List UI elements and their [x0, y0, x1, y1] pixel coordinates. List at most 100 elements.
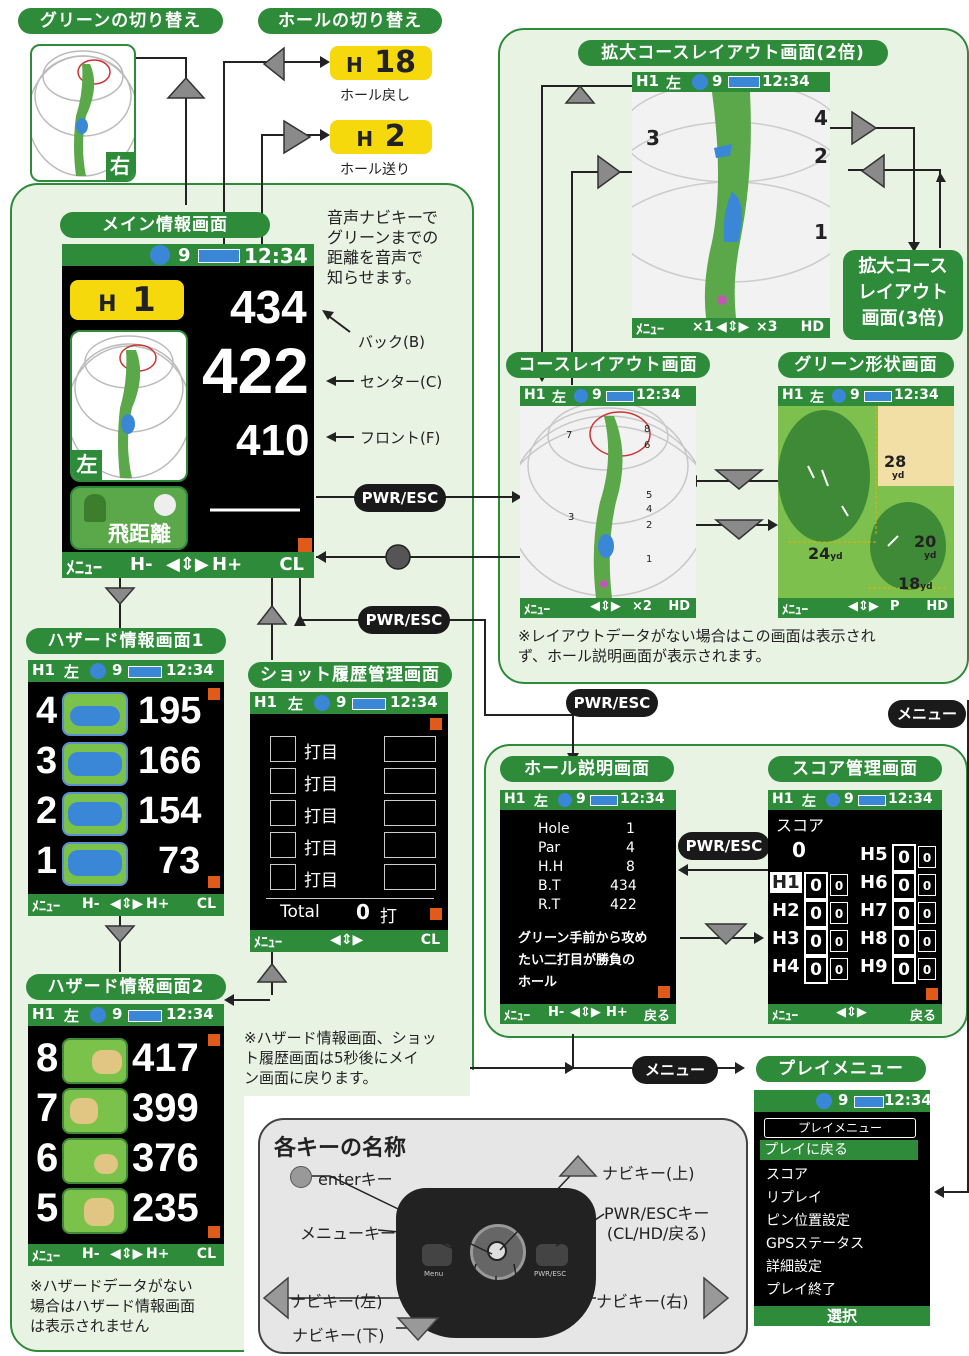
layout-footer-hd[interactable]: HD — [668, 599, 690, 614]
holedesc-footer-hminus[interactable]: H- — [548, 1005, 565, 1020]
main-footer-nav[interactable]: ◀⇕▶ — [166, 554, 209, 575]
distance-button[interactable]: 飛距離 — [70, 486, 188, 550]
score-row-left-2[interactable]: H2 0 0 — [770, 900, 856, 928]
score-row-left-3[interactable]: H3 0 0 — [770, 928, 856, 956]
shot-footer-nav[interactable]: ◀⇕▶ — [330, 932, 364, 948]
playmenu-item[interactable]: ピン位置設定 — [766, 1213, 850, 1229]
score-box-b[interactable]: 0 — [918, 930, 936, 952]
zoom-footer-x3[interactable]: ×3 — [756, 319, 778, 335]
score-row-left-1[interactable]: H1 0 0 — [770, 872, 856, 900]
pwr-esc-3[interactable]: PWR/ESC — [566, 689, 658, 717]
score-footer-nav[interactable]: ◀⇕▶ — [836, 1005, 867, 1020]
shot-row[interactable]: 打目 — [270, 864, 440, 892]
green-footer-hd[interactable]: HD — [926, 599, 948, 614]
score-box-a[interactable]: 0 — [892, 872, 916, 900]
layout-footer-menu[interactable]: ﾒﾆｭｰ — [524, 603, 550, 618]
shot-club-box[interactable] — [384, 768, 436, 794]
playmenu-item-selected[interactable]: プレイに戻る — [760, 1140, 918, 1160]
green-footer-p[interactable]: P — [890, 599, 900, 614]
score-box-a[interactable]: 0 — [892, 900, 916, 928]
main-footer-menu[interactable]: ﾒﾆｭｰ — [66, 558, 102, 578]
holedesc-footer-hplus[interactable]: H+ — [606, 1005, 628, 1020]
menu-pill-1[interactable]: メニュー — [888, 700, 966, 728]
shot-row[interactable]: 打目 — [270, 800, 440, 828]
layout-footer-nav[interactable]: ◀⇕▶ — [590, 599, 621, 614]
shot-row[interactable]: 打目 — [270, 768, 440, 796]
scroll-down-icon[interactable] — [208, 876, 220, 888]
score-box-a[interactable]: 0 — [804, 928, 828, 956]
pwr-esc-2[interactable]: PWR/ESC — [358, 606, 450, 634]
shot-count-box[interactable] — [270, 832, 296, 858]
hazard2-footer-hplus[interactable]: H+ — [146, 1246, 170, 1262]
playmenu-item[interactable]: スコア — [766, 1167, 808, 1183]
score-row-right-5[interactable]: H9 0 0 — [860, 956, 942, 984]
score-box-a[interactable]: 0 — [804, 872, 828, 900]
holedesc-footer-nav[interactable]: ◀⇕▶ — [570, 1005, 601, 1020]
score-row-left-4[interactable]: H4 0 0 — [770, 956, 856, 984]
shot-row[interactable]: 打目 — [270, 832, 440, 860]
pwr-esc-4[interactable]: PWR/ESC — [678, 832, 770, 860]
holedesc-footer-menu[interactable]: ﾒﾆｭｰ — [504, 1009, 530, 1024]
score-box-a[interactable]: 0 — [892, 956, 916, 984]
score-box-b[interactable]: 0 — [918, 846, 936, 868]
score-box-b[interactable]: 0 — [830, 958, 848, 980]
pwr-esc-1[interactable]: PWR/ESC — [354, 484, 446, 512]
main-course-thumb[interactable]: 左 — [70, 330, 188, 482]
shot-club-box[interactable] — [384, 832, 436, 858]
scroll-down-icon[interactable] — [208, 1226, 220, 1238]
score-box-a[interactable]: 0 — [892, 928, 916, 956]
score-box-b[interactable]: 0 — [830, 930, 848, 952]
zoom-footer-x1[interactable]: ×1 — [692, 319, 714, 335]
score-row-right-4[interactable]: H8 0 0 — [860, 928, 942, 956]
hole-back-badge[interactable]: H 18 — [330, 46, 432, 80]
score-row-right-3[interactable]: H7 0 0 — [860, 900, 942, 928]
scroll-up-icon[interactable] — [208, 1034, 220, 1046]
layout-footer-x2[interactable]: ×2 — [632, 599, 652, 614]
score-box-a[interactable]: 0 — [804, 900, 828, 928]
shot-club-box[interactable] — [384, 864, 436, 890]
hazard1-footer-hplus[interactable]: H+ — [146, 896, 170, 912]
shot-count-box[interactable] — [270, 768, 296, 794]
score-box-b[interactable]: 0 — [918, 902, 936, 924]
menu-key[interactable] — [422, 1244, 452, 1266]
score-footer-back[interactable]: 戻る — [909, 1009, 936, 1024]
shot-count-box[interactable] — [270, 864, 296, 890]
hazard1-footer-nav[interactable]: ◀⇕▶ — [110, 896, 144, 912]
score-box-a[interactable]: 0 — [892, 844, 916, 872]
main-footer-hminus[interactable]: H- — [130, 554, 153, 575]
hazard2-footer-hminus[interactable]: H- — [82, 1246, 100, 1262]
zoom-footer-menu[interactable]: ﾒﾆｭｰ — [636, 322, 664, 338]
hole-next-badge[interactable]: H 2 — [330, 120, 432, 154]
green-thumbnail[interactable]: 右 — [30, 44, 136, 182]
pwr-key[interactable] — [536, 1244, 568, 1266]
playmenu-item[interactable]: GPSステータス — [766, 1236, 865, 1252]
score-box-b[interactable]: 0 — [918, 874, 936, 896]
main-footer-cl[interactable]: CL — [279, 554, 304, 575]
score-box-a[interactable]: 0 — [804, 956, 828, 984]
scroll-down-icon[interactable] — [926, 988, 938, 1000]
green-footer-nav[interactable]: ◀⇕▶ — [848, 599, 879, 614]
shot-club-box[interactable] — [384, 736, 436, 762]
playmenu-item[interactable]: リプレイ — [766, 1190, 822, 1206]
hazard1-footer-cl[interactable]: CL — [196, 896, 216, 912]
enter-key[interactable] — [487, 1241, 507, 1261]
green-footer-menu[interactable]: ﾒﾆｭｰ — [782, 603, 808, 618]
scroll-down-icon[interactable] — [430, 908, 442, 920]
hazard2-footer-cl[interactable]: CL — [196, 1246, 216, 1262]
score-box-b[interactable]: 0 — [830, 874, 848, 896]
playmenu-item[interactable]: プレイ終了 — [766, 1282, 836, 1298]
zoom-footer-hd[interactable]: HD — [800, 319, 824, 335]
shot-row[interactable]: 打目 — [270, 736, 440, 764]
hazard1-footer-hminus[interactable]: H- — [82, 896, 100, 912]
scroll-down-icon[interactable] — [298, 538, 312, 552]
scroll-down-icon[interactable] — [658, 986, 670, 998]
holedesc-footer-back[interactable]: 戻る — [643, 1009, 670, 1024]
scroll-up-icon[interactable] — [430, 718, 442, 730]
hazard1-footer-menu[interactable]: ﾒﾆｭｰ — [32, 899, 60, 915]
shot-club-box[interactable] — [384, 800, 436, 826]
playmenu-select[interactable]: 選択 — [826, 1307, 857, 1325]
shot-footer-cl[interactable]: CL — [420, 932, 440, 948]
scroll-up-icon[interactable] — [208, 688, 220, 700]
shot-footer-menu[interactable]: ﾒﾆｭｰ — [254, 935, 282, 951]
score-footer-menu[interactable]: ﾒﾆｭｰ — [772, 1009, 798, 1024]
